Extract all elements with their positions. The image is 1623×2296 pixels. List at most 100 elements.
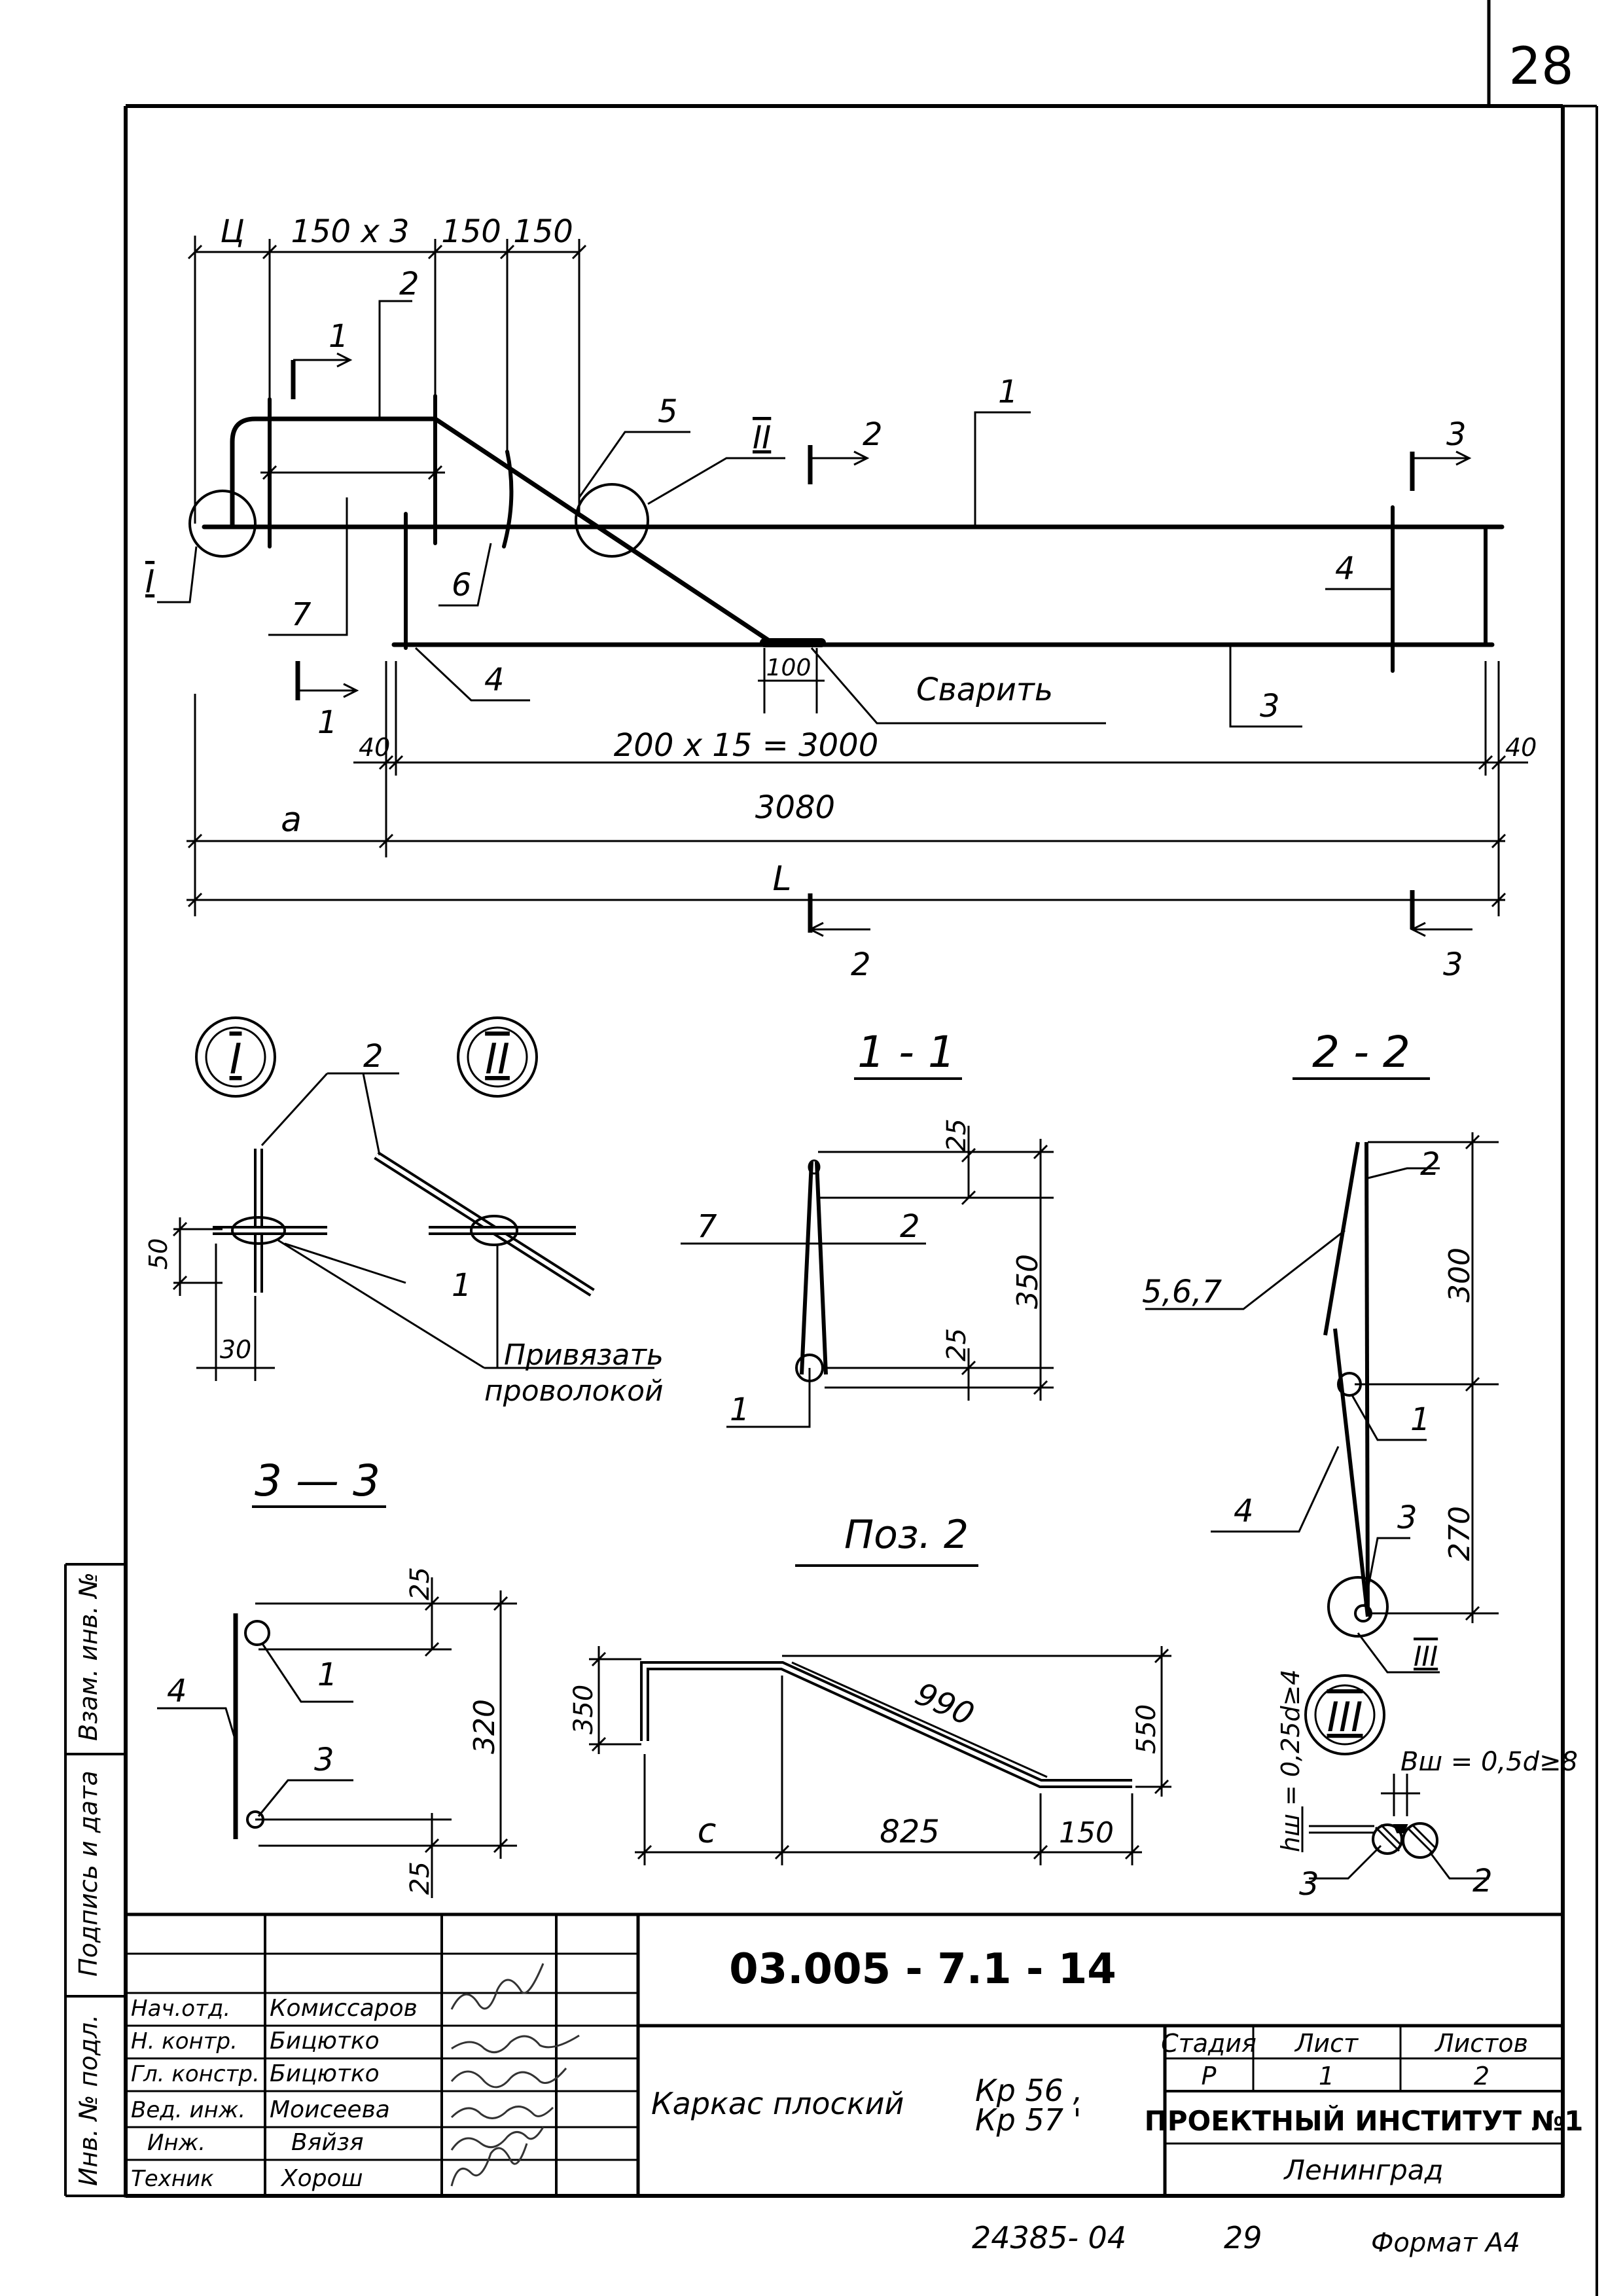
- name-5: Хорош: [280, 2165, 363, 2192]
- role-2: Гл. констр.: [131, 2061, 260, 2087]
- section-3-3-pos3: 3: [314, 1742, 334, 1778]
- pos2-dim150: 150: [1059, 1816, 1114, 1850]
- pos-4-right-label: 4: [1335, 550, 1355, 587]
- bar7-dimension: [260, 465, 445, 480]
- section-2-top: 2: [863, 416, 883, 453]
- section-1-1: [681, 1126, 1054, 1428]
- sheet-value: 1: [1319, 2062, 1334, 2090]
- detail-I-dim30: 30: [220, 1335, 251, 1364]
- section-3-3-dim25-top: 25: [405, 1567, 435, 1600]
- section-2-bottom: 2: [851, 946, 871, 983]
- name-0: Комиссаров: [270, 1995, 418, 2022]
- node-II-label: II: [753, 420, 771, 456]
- detail-III-title: III: [1327, 1693, 1363, 1741]
- section-3-top: 3: [1446, 416, 1467, 453]
- side-margin-strip: [64, 1563, 126, 2197]
- tie-note-1: Привязать: [504, 1338, 664, 1372]
- name-3: Моисеева: [270, 2096, 390, 2123]
- section-1-1-pos1: 1: [730, 1391, 750, 1428]
- mark-kr56: Кр 56 ,: [975, 2073, 1082, 2108]
- doc-description: Каркас плоский: [651, 2086, 904, 2121]
- dim-spacing: 200 x 15 = 3000: [614, 727, 879, 764]
- pos2-dim-c: c: [698, 1812, 717, 1851]
- title-block: [124, 1912, 1565, 2198]
- section-3-3-dim25-bottom: 25: [405, 1861, 435, 1895]
- section-2-2-pos4: 4: [1234, 1493, 1254, 1530]
- role-4: Инж.: [147, 2130, 205, 2156]
- dim-ts: Ц: [220, 213, 244, 250]
- section-1-top: 1: [329, 318, 349, 355]
- role-5: Техник: [131, 2166, 214, 2192]
- city-name: Ленинград: [1283, 2154, 1443, 2186]
- section-2-2-pos1: 1: [1410, 1401, 1431, 1438]
- weld-note: Сварить: [916, 672, 1053, 708]
- role-3: Вед. инж.: [131, 2097, 245, 2123]
- section-2-2-node-III: III: [1414, 1640, 1438, 1672]
- dim-150-a: 150: [441, 213, 501, 250]
- section-2-2-dim300: 300: [1443, 1247, 1476, 1302]
- dim-L: L: [773, 859, 792, 899]
- node-I-label: I: [145, 564, 154, 600]
- pos-2-label: 2: [399, 266, 419, 302]
- section-3-3-pos1: 1: [317, 1657, 338, 1693]
- detail-III: [1301, 1674, 1489, 1880]
- section-3-3-pos4: 4: [167, 1673, 187, 1710]
- section-2-2-dim270: 270: [1443, 1506, 1476, 1561]
- section-3-bottom: 3: [1443, 946, 1463, 983]
- section-1-bottom: 1: [317, 704, 338, 741]
- section-3-3-title: 3 — 3: [255, 1456, 380, 1506]
- signatures: [450, 1963, 580, 2187]
- mark-kr57: Кр 57 ': [975, 2102, 1081, 2138]
- detail-III-formula-b: Bш = 0,5d≥8: [1400, 1747, 1578, 1777]
- institute-name: ПРОЕКТНЫЙ ИНСТИТУТ №1: [1145, 2104, 1584, 2137]
- side-label-inv: Инв. № подл.: [74, 2015, 103, 2186]
- detail-II-title: II: [485, 1035, 510, 1084]
- tie-note-2: проволокой: [484, 1374, 664, 1408]
- dim-40-right: 40: [1505, 733, 1537, 762]
- pos2-dim350: 350: [569, 1685, 599, 1734]
- section-2-2-pos567: 5,6,7: [1142, 1274, 1222, 1310]
- detail-I-dim50: 50: [144, 1238, 173, 1270]
- side-label-replace: Взам. инв. №: [74, 1572, 103, 1741]
- dim-a: a: [281, 800, 302, 840]
- section-1-1-dim25-bottom: 25: [942, 1328, 972, 1361]
- name-4: Вяйзя: [291, 2129, 364, 2156]
- page-number: 28: [1508, 37, 1573, 96]
- section-1-1-dim350: 350: [1011, 1254, 1044, 1309]
- section-2-2-pos3: 3: [1397, 1499, 1418, 1536]
- detail-I-pos1: 1: [452, 1267, 472, 1304]
- section-3-3: [157, 1577, 517, 1898]
- pos2-dim825: 825: [880, 1814, 940, 1850]
- detail-I-title: I: [230, 1035, 242, 1084]
- dim-150x3: 150 x 3: [291, 213, 409, 250]
- role-1: Н. контр.: [131, 2028, 238, 2054]
- stage-value: Р: [1202, 2062, 1217, 2090]
- dim-3080: 3080: [755, 789, 835, 826]
- weld-dimension: [758, 648, 825, 713]
- section-2-2-pos2: 2: [1420, 1146, 1440, 1183]
- section-3-3-dim320: 320: [468, 1699, 501, 1754]
- main-frame-view: [188, 394, 1505, 673]
- pos2-dim550: 550: [1132, 1704, 1162, 1754]
- section-2-2: [1145, 1132, 1499, 1674]
- dim-150-b: 150: [513, 213, 573, 250]
- sheets-header: Листов: [1434, 2029, 1528, 2058]
- pos-1-label: 1: [998, 374, 1018, 410]
- detail-III-pos2: 2: [1472, 1863, 1493, 1899]
- main-bottom-dimensions: [187, 661, 1528, 916]
- side-label-sign: Подпись и дата: [74, 1770, 103, 1977]
- detail-I: [172, 1016, 485, 1381]
- detail-II: [362, 1016, 654, 1369]
- pos-6-label: 6: [452, 567, 472, 603]
- name-1: Бицютко: [270, 2028, 380, 2054]
- main-top-dimensions: [187, 236, 587, 524]
- detail-III-formula-h: hш = 0,25d≥4: [1276, 1669, 1305, 1852]
- section-1-1-dim25-top: 25: [942, 1119, 972, 1152]
- detail-I-pos2: 2: [363, 1038, 383, 1075]
- section-1-1-pos2: 2: [900, 1208, 920, 1245]
- pos2-detail: [589, 1646, 1171, 1865]
- name-2: Бицютко: [270, 2060, 380, 2087]
- detail-III-pos3: 3: [1299, 1866, 1319, 1903]
- stage-header: Стадия: [1161, 2029, 1257, 2058]
